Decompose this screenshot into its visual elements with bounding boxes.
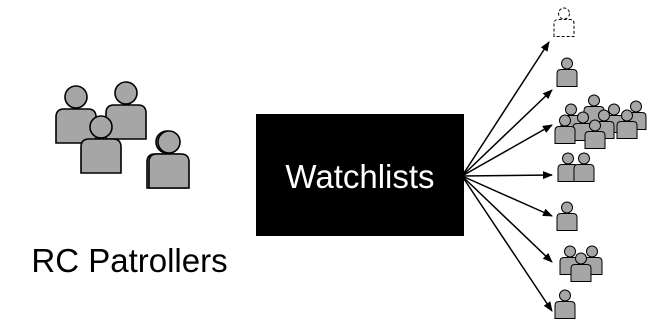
user-icon [583, 94, 605, 124]
user-icon [616, 109, 638, 139]
patroller-icon [105, 81, 147, 140]
user-icon [554, 289, 576, 319]
user-icon [584, 119, 606, 149]
rc-patrollers-icon [55, 81, 190, 189]
user-icon [556, 57, 578, 87]
patroller-icon [148, 130, 190, 189]
arrow-4 [461, 171, 553, 180]
watchlists-box: Watchlists [256, 114, 464, 236]
user-icon [573, 152, 595, 182]
targets-group [553, 7, 647, 319]
user-icon [556, 201, 578, 231]
arrow-5 [461, 175, 553, 217]
user-icon [557, 152, 579, 182]
user-icon [570, 252, 592, 282]
arrow-6 [461, 175, 553, 263]
arrow-3 [461, 124, 553, 177]
arrows-group [461, 41, 553, 312]
user-icon [554, 114, 576, 144]
rc-patrollers-label: RC Patrollers [31, 242, 228, 279]
user-icon [559, 245, 581, 275]
arrow-2 [461, 89, 553, 177]
arrow-1 [461, 41, 550, 177]
patroller-icon [80, 115, 122, 174]
patroller-icon [55, 85, 97, 144]
watchlists-label: Watchlists [285, 158, 435, 195]
unknown-user-icon [553, 7, 575, 37]
arrow-7 [461, 175, 553, 312]
